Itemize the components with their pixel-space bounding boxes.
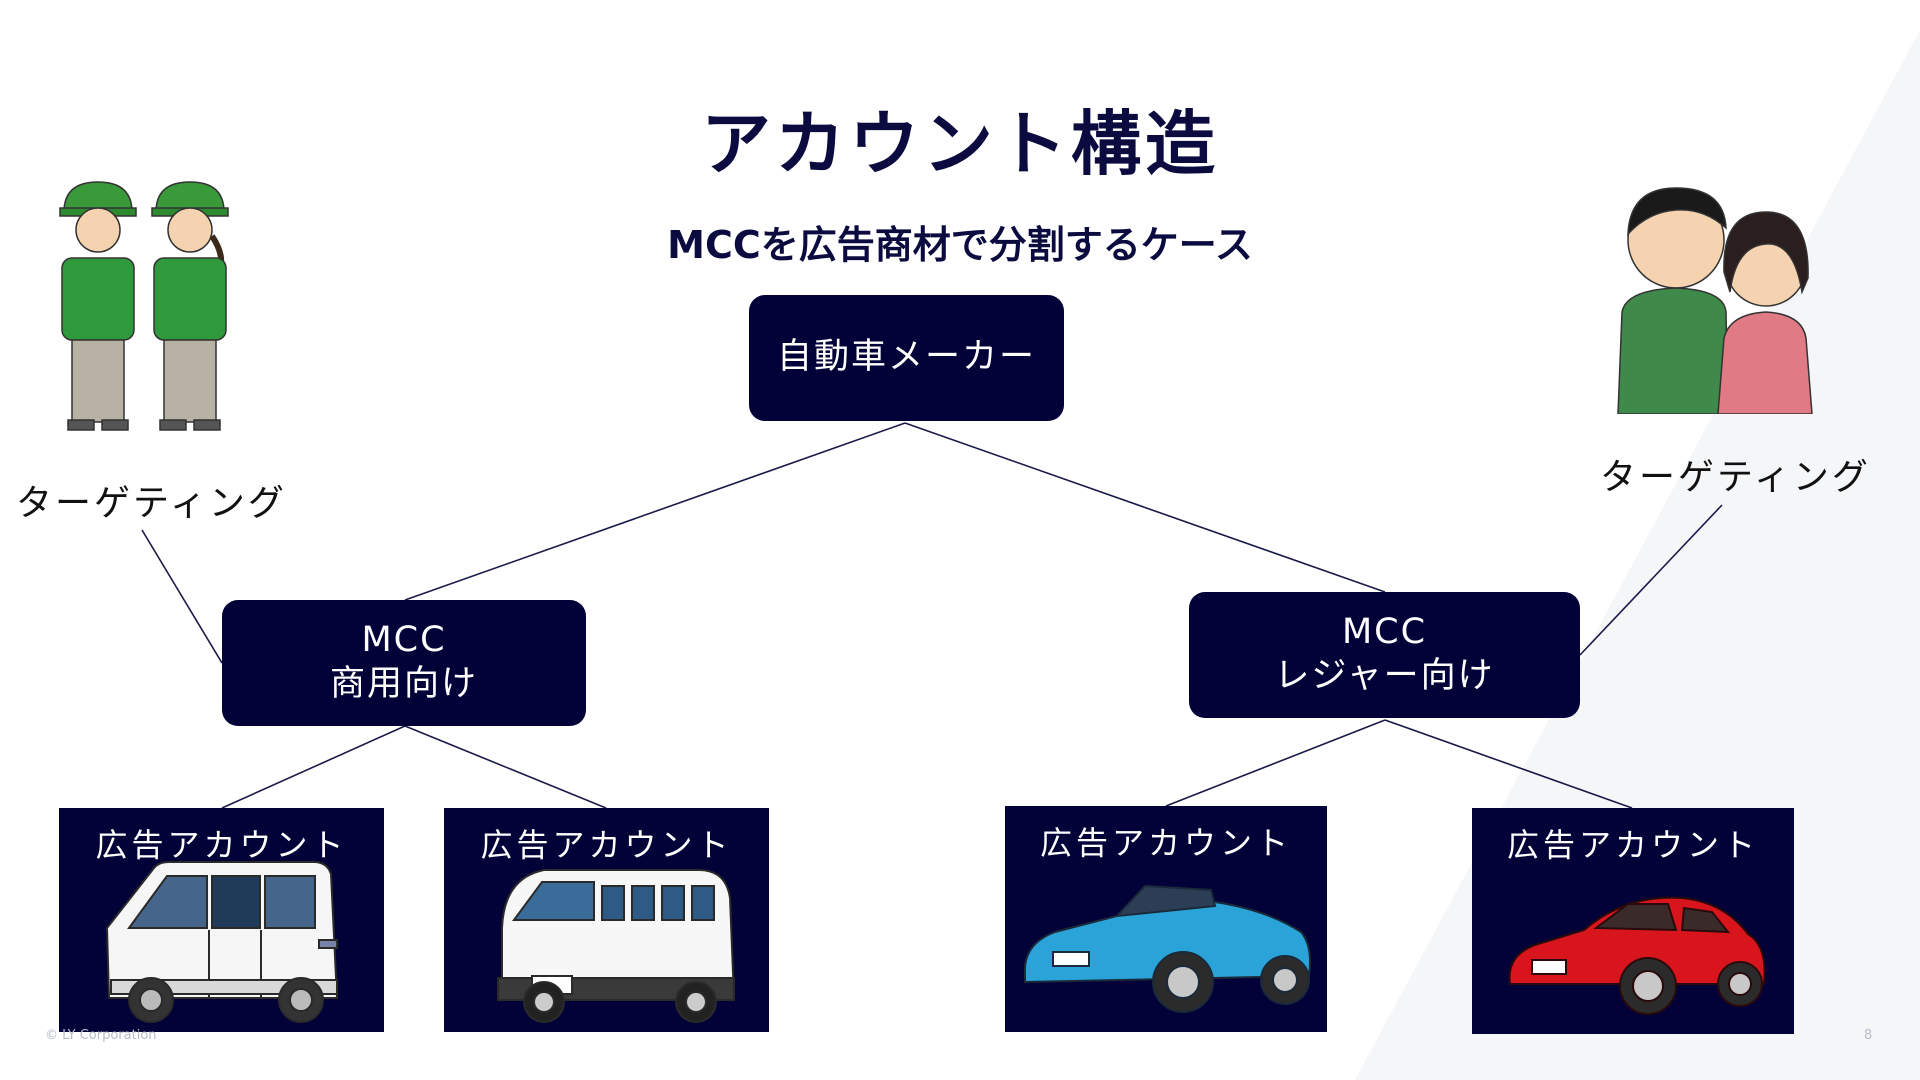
root-node: 自動車メーカー: [749, 295, 1064, 421]
minibus-icon: [497, 869, 736, 1023]
mcc-node-commercial: MCC 商用向け: [222, 600, 586, 726]
blue-convertible-icon: [1023, 884, 1311, 1013]
connector-root-right: [904, 422, 1386, 593]
red-sports-car-icon: [1508, 896, 1766, 1015]
page-subtitle: MCCを広告商材で分割するケース: [667, 223, 1253, 267]
mcc-left-line2: 商用向け: [329, 664, 478, 704]
connector-root-left: [404, 422, 906, 601]
targeting-label-right: ターゲティング: [1600, 457, 1871, 498]
ad-account-label: 広告アカウント: [1039, 824, 1292, 862]
mcc-left-line1: MCC: [361, 620, 447, 661]
connector-targeting-left: [141, 529, 223, 664]
connector-targeting-right: [1579, 504, 1723, 656]
ad-account-box: 広告アカウント: [59, 808, 384, 1032]
mcc-node-leisure: MCC レジャー向け: [1189, 592, 1580, 718]
targeting-label-left: ターゲティング: [16, 483, 287, 524]
ad-account-box: 広告アカウント: [444, 808, 769, 1032]
workers-icon: [59, 181, 229, 431]
white-van-icon: [105, 861, 339, 1023]
couple-icon: [1617, 187, 1813, 414]
page-title: アカウント構造: [701, 103, 1219, 185]
connector-right-acct3: [1165, 719, 1386, 807]
connector-left-acct2: [404, 725, 607, 809]
connector-right-acct4: [1384, 719, 1633, 809]
copyright: © LY Corporation: [45, 1028, 157, 1043]
ad-account-box: 広告アカウント: [1005, 806, 1327, 1032]
ad-account-label: 広告アカウント: [480, 826, 733, 864]
connector-left-acct1: [221, 725, 406, 809]
ad-account-box: 広告アカウント: [1472, 808, 1794, 1034]
ad-account-label: 広告アカウント: [95, 826, 348, 864]
ad-account-label: 広告アカウント: [1506, 826, 1759, 864]
mcc-right-line1: MCC: [1341, 612, 1428, 653]
mcc-right-line2: レジャー向け: [1274, 656, 1495, 696]
root-node-label: 自動車メーカー: [776, 337, 1036, 378]
page-number: 8: [1864, 1028, 1873, 1043]
